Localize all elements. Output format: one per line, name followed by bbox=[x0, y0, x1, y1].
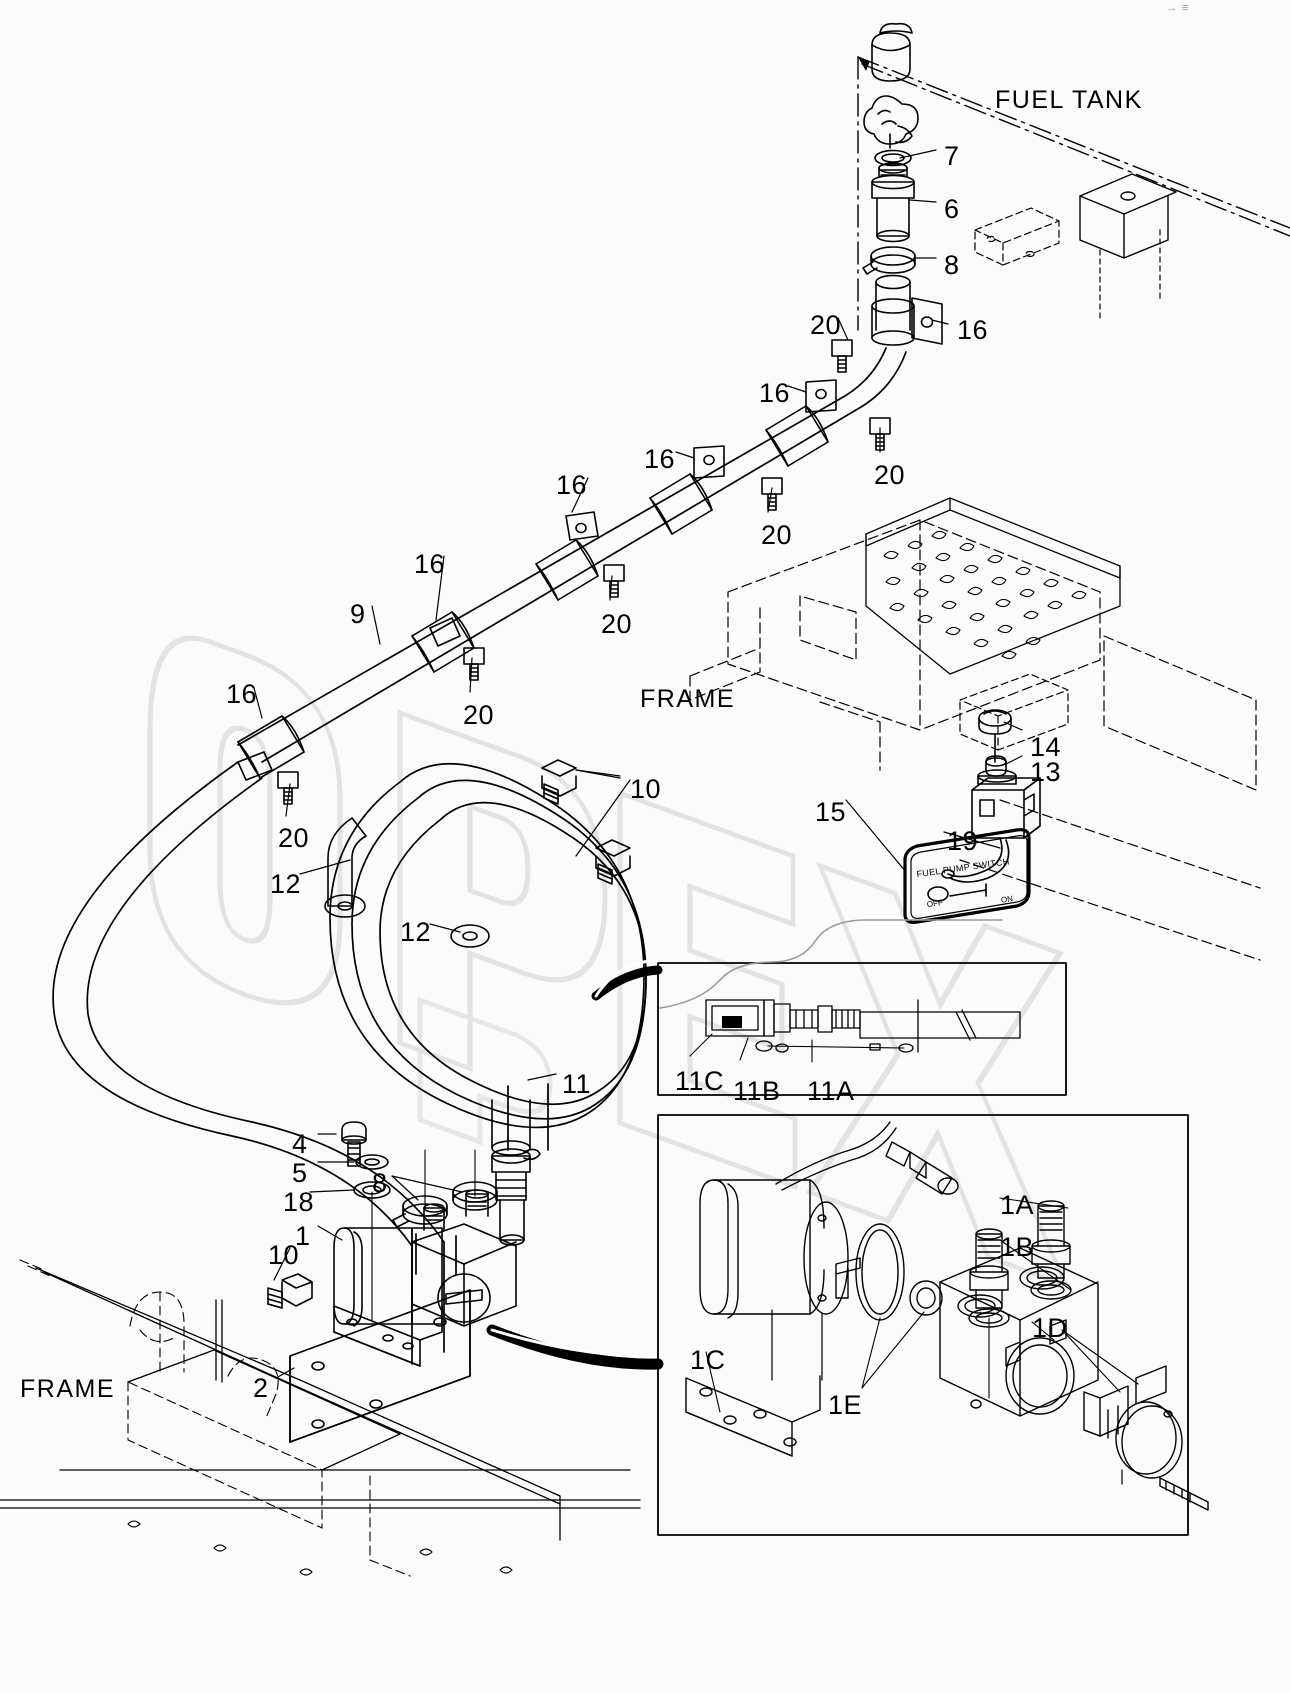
pump-assembly-main bbox=[267, 1121, 517, 1443]
grate-platform bbox=[865, 497, 1121, 675]
switch-13 bbox=[971, 755, 1041, 839]
callout-1D: 1D bbox=[1032, 1313, 1068, 1343]
fuel-tank-outline bbox=[857, 56, 1290, 331]
fitting-1A-right bbox=[1031, 1200, 1071, 1279]
callout-15: 15 bbox=[815, 797, 847, 827]
oring-7 bbox=[874, 149, 912, 167]
callout-19: 19 bbox=[947, 826, 979, 856]
clamp-8 bbox=[862, 246, 916, 275]
hose-coupler-11 bbox=[491, 1099, 541, 1246]
callout-16-e: 16 bbox=[414, 549, 446, 579]
mount-plate-2 bbox=[289, 1289, 471, 1443]
callout-8-top: 8 bbox=[944, 250, 960, 280]
callout-16-d: 16 bbox=[556, 470, 588, 500]
tank-bracket-right bbox=[1079, 173, 1177, 259]
callout-11B: 11B bbox=[733, 1076, 781, 1106]
callout-16-b: 16 bbox=[759, 378, 791, 408]
machine-frame-phantom bbox=[689, 519, 1261, 961]
callout-14: 14 bbox=[1030, 732, 1062, 762]
hose-lower-sweep bbox=[52, 761, 457, 1365]
callout-12-lower: 12 bbox=[400, 917, 432, 947]
callout-1E: 1E bbox=[828, 1390, 863, 1420]
callout-10-upper: 10 bbox=[630, 774, 662, 804]
callout-16-c: 16 bbox=[644, 444, 676, 474]
callout-18: 18 bbox=[283, 1187, 315, 1217]
inset-hose-coupler-art bbox=[659, 919, 1021, 1063]
tank-cap bbox=[871, 22, 913, 82]
caption-fuel-tank: FUEL TANK bbox=[995, 86, 1143, 114]
fitting-1A-left bbox=[969, 1228, 1009, 1309]
callout-12-upper: 12 bbox=[270, 869, 302, 899]
coiled-hose-11 bbox=[329, 762, 647, 1151]
callout-swoosh-bottom bbox=[486, 1324, 664, 1370]
callout-20-d: 20 bbox=[601, 609, 633, 639]
callout-20-f: 20 bbox=[278, 823, 310, 853]
callout-4: 4 bbox=[292, 1129, 308, 1159]
corner-mark: → ≡ bbox=[1166, 2, 1190, 14]
callout-swoosh-top bbox=[591, 965, 663, 1001]
brush-1D-b bbox=[1135, 1365, 1167, 1405]
callout-11: 11 bbox=[562, 1069, 592, 1099]
inset-pump-exploded bbox=[657, 1114, 1189, 1536]
pump-motor-1 bbox=[333, 1189, 517, 1367]
grate-holes bbox=[883, 530, 1087, 660]
callout-10-lower: 10 bbox=[268, 1240, 300, 1270]
bolts-20 bbox=[277, 339, 891, 805]
callout-11A: 11A bbox=[807, 1076, 855, 1106]
placard-off-label: OFF bbox=[926, 897, 944, 910]
callout-20-b: 20 bbox=[874, 460, 906, 490]
hose-collars bbox=[237, 405, 829, 779]
fitting-stack bbox=[862, 95, 943, 346]
callout-20-c: 20 bbox=[761, 520, 793, 550]
callout-8-main: 8 bbox=[372, 1168, 388, 1198]
callout-11C: 11C bbox=[675, 1066, 725, 1096]
clamps-8-main bbox=[392, 1181, 498, 1228]
callout-1C: 1C bbox=[690, 1345, 726, 1375]
tab-12-lower bbox=[450, 924, 490, 948]
callout-1B: 1B bbox=[1000, 1232, 1035, 1262]
inset-hose-coupler bbox=[657, 962, 1067, 1096]
callout-leaders bbox=[253, 149, 1023, 1379]
switch-assembly bbox=[941, 673, 1069, 883]
frame-bottom-left-art bbox=[0, 1259, 641, 1577]
placard-15 bbox=[903, 828, 1031, 924]
clamp-bracket-16-a bbox=[911, 297, 943, 345]
callout-9: 9 bbox=[350, 599, 366, 629]
callout-20-a: 20 bbox=[810, 310, 842, 340]
caption-frame-bottom-left: FRAME bbox=[20, 1375, 115, 1403]
bolt-4 bbox=[341, 1121, 367, 1167]
tank-plate bbox=[974, 207, 1060, 266]
placard-title: FUEL PUMP SWITCH bbox=[915, 856, 1011, 880]
bolt-10-lower bbox=[267, 1273, 313, 1309]
bolts-10-upper bbox=[541, 759, 631, 885]
callout-13: 13 bbox=[1030, 757, 1062, 787]
callout-16-f: 16 bbox=[226, 679, 258, 709]
placard-on-label: ON bbox=[1000, 894, 1014, 905]
hose-brackets bbox=[237, 379, 837, 781]
callout-20-e: 20 bbox=[463, 700, 495, 730]
callout-16-a: 16 bbox=[957, 315, 989, 345]
fitting-6 bbox=[871, 162, 915, 243]
wire-19 bbox=[947, 837, 1003, 878]
inset-pump-exploded-art bbox=[685, 1121, 1209, 1511]
callout-6: 6 bbox=[944, 194, 960, 224]
callout-5: 5 bbox=[292, 1158, 308, 1188]
tab-12-upper bbox=[324, 817, 367, 918]
callout-1A: 1A bbox=[1000, 1190, 1035, 1220]
callout-2: 2 bbox=[253, 1373, 269, 1403]
hose-9 bbox=[237, 347, 907, 763]
caption-frame-middle: FRAME bbox=[640, 685, 735, 713]
callout-7: 7 bbox=[944, 141, 960, 171]
callout-1: 1 bbox=[295, 1221, 311, 1251]
